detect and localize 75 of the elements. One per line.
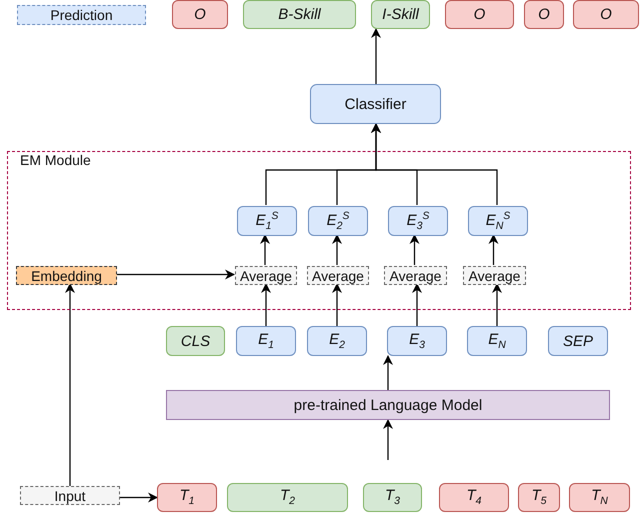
embedding-label: E$_{3}$ xyxy=(409,332,425,350)
token-label: T$_{2}$ xyxy=(280,488,295,507)
average-box xyxy=(307,266,369,285)
label-tag xyxy=(445,0,514,29)
label-tag xyxy=(524,0,564,29)
token-box xyxy=(518,483,560,512)
token-label: T$_{5}$ xyxy=(531,488,546,507)
token-box xyxy=(439,483,509,512)
embedding-box xyxy=(468,206,528,236)
input-box xyxy=(20,486,120,505)
label-tag xyxy=(371,0,430,29)
token-box xyxy=(569,483,630,512)
arrow xyxy=(412,283,422,326)
label-tag xyxy=(243,0,356,29)
arrow xyxy=(410,234,420,265)
average-box xyxy=(384,266,447,285)
token-label: T$_{4}$ xyxy=(466,488,482,507)
tag-label: O xyxy=(538,7,550,22)
box-label: Average xyxy=(468,268,520,282)
arrow xyxy=(260,234,270,265)
arrow xyxy=(120,492,158,502)
arrow xyxy=(371,28,381,84)
token-box xyxy=(363,483,422,512)
embedding-box xyxy=(388,206,448,236)
tag-label: O xyxy=(600,7,612,22)
embedding-box xyxy=(307,326,367,356)
arrow xyxy=(116,270,235,280)
label-tag xyxy=(573,0,639,29)
arrow xyxy=(261,283,271,326)
embedding-box xyxy=(166,326,225,356)
box-label: Average xyxy=(240,268,292,282)
embedding-box xyxy=(467,326,527,356)
prediction-box xyxy=(17,5,146,25)
model-box xyxy=(166,390,610,420)
arrow xyxy=(371,123,498,205)
embedding-label: CLS xyxy=(180,334,210,348)
tag-label: I-Skill xyxy=(382,7,419,22)
box-label: Embedding xyxy=(31,268,102,282)
embedding-label: E$_{2}$ xyxy=(329,332,345,350)
arrow xyxy=(65,283,75,486)
embedding-box xyxy=(16,266,117,285)
box-label: Classifier xyxy=(344,96,406,112)
tag-label: B-Skill xyxy=(278,7,321,22)
arrow xyxy=(383,355,393,390)
average-box xyxy=(235,266,297,285)
token-label: T$_{1}$ xyxy=(179,488,194,507)
token-label: T$_{N}$ xyxy=(591,488,608,507)
box-label: Average xyxy=(312,268,364,282)
embedding-label: E$_{N}$ xyxy=(488,332,506,350)
box-label: Average xyxy=(390,268,442,282)
token-box xyxy=(227,483,348,512)
module-title: EM Module xyxy=(20,153,91,167)
token-box xyxy=(157,483,217,512)
arrow xyxy=(332,234,342,265)
box-label: Prediction xyxy=(50,8,113,22)
embedding-box xyxy=(237,206,297,236)
average-box xyxy=(463,266,526,285)
token-label: T$_{3}$ xyxy=(384,488,400,507)
box-label: pre-trained Language Model xyxy=(294,398,482,412)
arrow xyxy=(492,283,502,326)
embedding-label: E$_{1}$ xyxy=(258,332,274,350)
box-label: Input xyxy=(54,488,86,502)
tag-label: O xyxy=(474,7,486,22)
label-tag xyxy=(172,0,228,29)
embedding-label: SEP xyxy=(562,334,593,348)
embedding-box xyxy=(548,326,608,356)
tag-label: O xyxy=(194,7,206,22)
classifier-box xyxy=(310,84,441,124)
module-frame xyxy=(7,151,631,310)
arrow xyxy=(488,234,498,265)
embedding-box xyxy=(308,206,368,236)
arrow xyxy=(332,283,342,326)
embedding-box xyxy=(387,326,447,356)
arrow xyxy=(383,419,393,460)
embedding-box xyxy=(236,326,296,356)
